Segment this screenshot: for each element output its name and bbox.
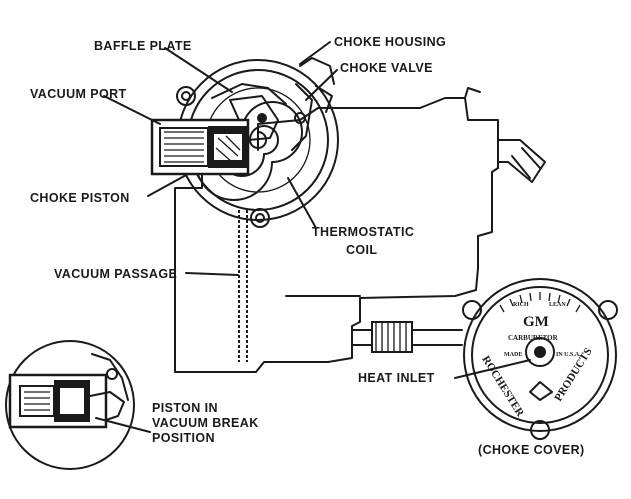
choke-piston-cylinder	[150, 118, 250, 176]
choke-housing-label: CHOKE HOUSING	[334, 35, 446, 49]
gm-logo-text: GM	[523, 314, 549, 330]
heat-inlet-tube	[351, 321, 463, 353]
in-usa-text: IN U.S.A.	[556, 352, 581, 358]
choke-piston-label: CHOKE PISTON	[30, 191, 130, 205]
baffle-plate-label: BAFFLE PLATE	[94, 39, 192, 53]
thermostatic-coil-label-line1: THERMOSTATIC	[312, 225, 414, 239]
choke-cover	[462, 278, 618, 440]
rich-text: RICH	[513, 302, 529, 308]
carburetor-text: CARBURETOR	[508, 334, 559, 342]
leader-lines	[95, 41, 531, 433]
vacuum-passage-label: VACUUM PASSAGE	[54, 267, 177, 281]
choke-cover-caption: (CHOKE COVER)	[478, 443, 585, 457]
lean-text: LEAN	[549, 302, 566, 308]
piston-inset	[5, 340, 135, 470]
choke-valve-label: CHOKE VALVE	[340, 61, 433, 75]
made-text: MADE	[504, 352, 522, 358]
piston-label-line2: VACUUM BREAK	[152, 416, 259, 430]
heat-inlet-label: HEAT INLET	[358, 371, 435, 385]
piston-label-line1: PISTON IN	[152, 401, 218, 415]
choke-valve	[291, 83, 313, 151]
vacuum-passage	[238, 210, 248, 362]
fuel-inlet-fitting	[497, 139, 546, 183]
vacuum-port-label: VACUUM PORT	[30, 87, 127, 101]
thermostatic-coil-label-line2: COIL	[346, 243, 377, 257]
piston-label-line3: POSITION	[152, 431, 215, 445]
